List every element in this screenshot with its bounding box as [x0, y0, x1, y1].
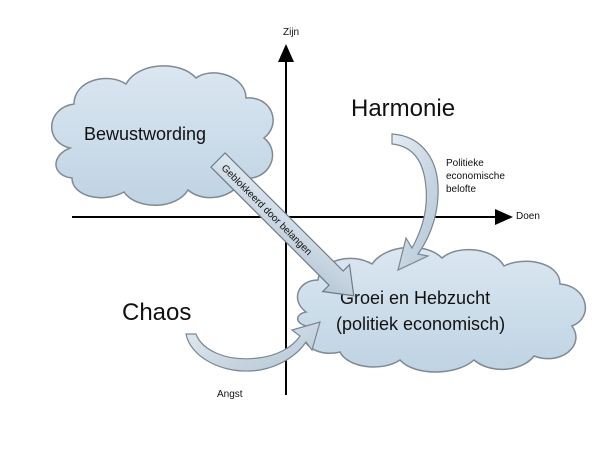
chaos-note: Angst [217, 389, 243, 400]
blocked-band-label: Geblokkeerd door belangen [219, 163, 314, 258]
chaos-label: Chaos [122, 299, 191, 326]
cloud-groei-line2: (politiek economisch) [336, 314, 505, 334]
harmonie-note-line2: economische [446, 171, 505, 182]
y-axis-label: Zijn [283, 27, 299, 38]
cloud-groei-en-hebzucht [296, 246, 587, 373]
blocked-band-shape [210, 152, 355, 297]
x-axis-label: Doen [516, 211, 540, 222]
curved-arrow-chaos [185, 321, 321, 372]
cloud-groei-line1: Groei en Hebzucht [340, 288, 490, 308]
harmonie-label: Harmonie [351, 95, 455, 122]
curved-arrow-harmonie [391, 133, 439, 272]
harmonie-note-line3: belofte [446, 184, 476, 195]
cloud-bewustwording-label: Bewustwording [84, 124, 206, 144]
harmonie-note-line1: Politieke [446, 158, 484, 169]
